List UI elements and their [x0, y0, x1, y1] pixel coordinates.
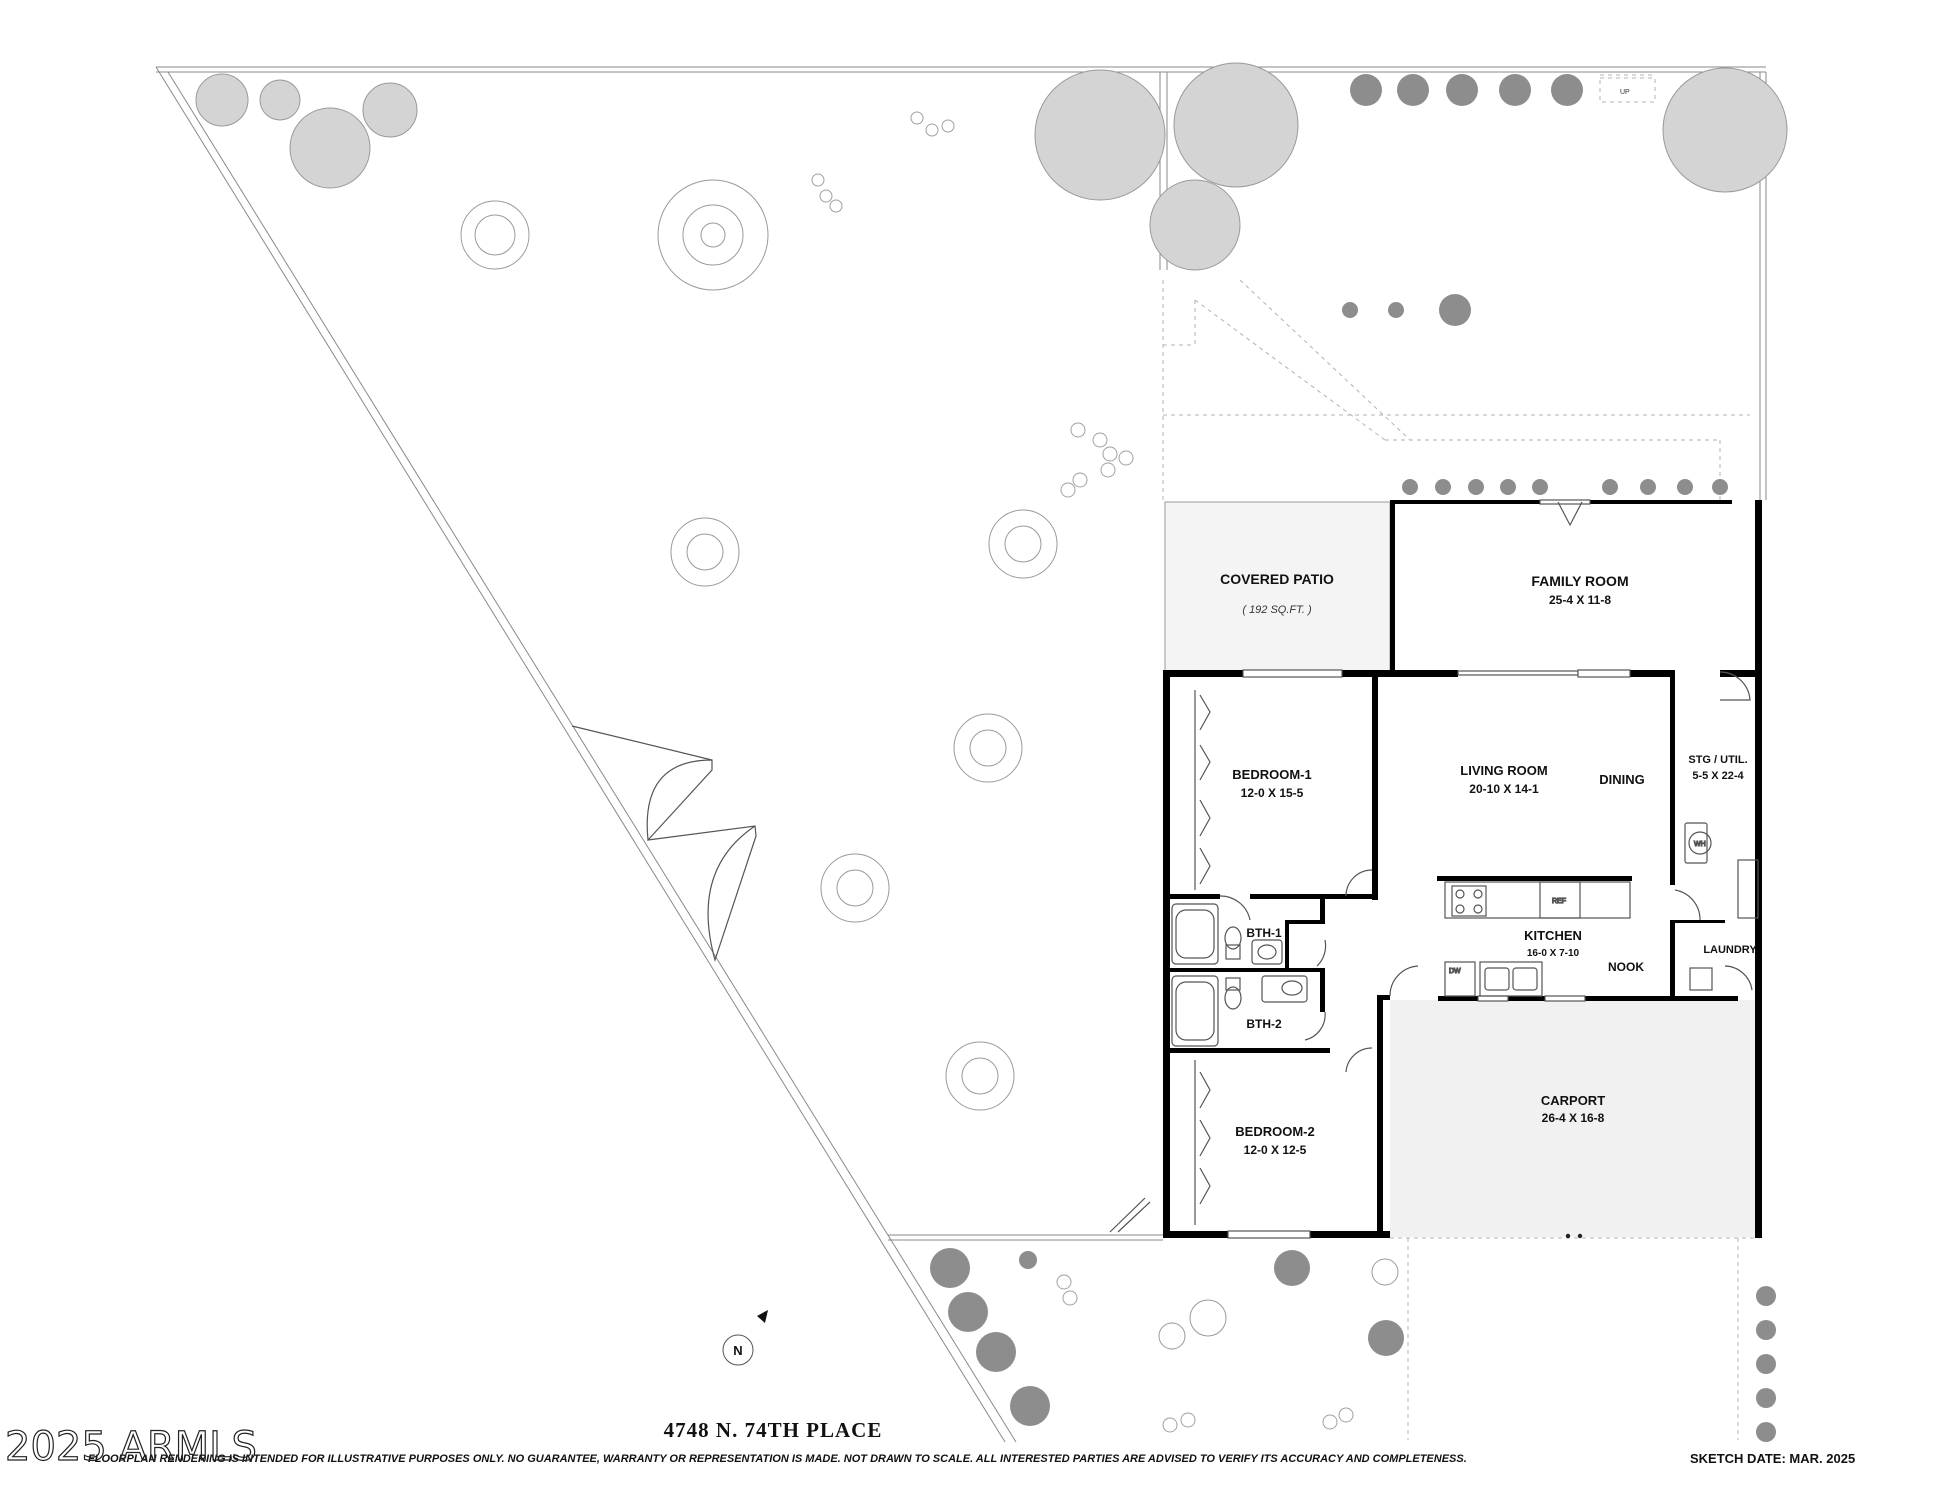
laundry-label: LAUNDRY — [1703, 944, 1757, 956]
bath2-label: BTH-2 — [1246, 1017, 1282, 1031]
bedroom2-label: BEDROOM-2 — [1235, 1124, 1314, 1139]
bedroom1-size: 12-0 X 15-5 — [1241, 786, 1304, 800]
doors — [1219, 501, 1753, 1073]
bedroom2-size: 12-0 X 12-5 — [1244, 1143, 1307, 1157]
kitchen-label: KITCHEN — [1524, 928, 1582, 943]
living-room-label: LIVING ROOM — [1460, 763, 1547, 778]
agave-icon — [1158, 1258, 1399, 1350]
room-labels: COVERED PATIO ( 192 SQ.FT. ) FAMILY ROOM… — [1220, 571, 1757, 1157]
plant-icon — [460, 179, 1058, 1111]
covered-patio-label: COVERED PATIO — [1220, 571, 1334, 587]
fridge-label: REF — [1552, 898, 1566, 905]
nook-label: NOOK — [1608, 960, 1644, 974]
property-address: 4748 N. 74TH PLACE — [664, 1418, 883, 1442]
closet-doors — [1194, 690, 1211, 1225]
walls — [1163, 500, 1762, 1238]
bath-fixtures — [1171, 903, 1308, 1047]
covered-patio-area — [1164, 501, 1391, 673]
windows — [1227, 499, 1631, 1239]
dishwasher-label: DW — [1449, 968, 1461, 975]
stg-util-label: STG / UTIL. — [1688, 754, 1747, 766]
carport-label: CARPORT — [1541, 1093, 1605, 1108]
stair-up-label: UP — [1620, 89, 1630, 96]
family-room-size: 25-4 X 11-8 — [1549, 593, 1611, 607]
covered-patio-size: ( 192 SQ.FT. ) — [1242, 604, 1312, 616]
watermark: 2025 ARMLS — [5, 1424, 257, 1470]
north-compass: N — [722, 1310, 768, 1366]
north-arrow-icon — [757, 1310, 768, 1323]
landscaping — [195, 62, 1788, 1442]
carport-area — [1390, 1000, 1760, 1237]
tree-icon — [1035, 63, 1787, 270]
family-room-label: FAMILY ROOM — [1531, 573, 1628, 589]
living-room-size: 20-10 X 14-1 — [1469, 782, 1539, 796]
dining-label: DINING — [1599, 772, 1645, 787]
kitchen-fixtures: REF DW WH — [1444, 822, 1759, 997]
carport-size: 26-4 X 16-8 — [1542, 1111, 1605, 1125]
shrub-icon — [930, 74, 1776, 1442]
disclaimer-text: FLOORPLAN RENDERING IS INTENDED FOR ILLU… — [88, 1453, 1467, 1465]
compass-letter: N — [733, 1343, 742, 1358]
stg-util-size: 5-5 X 22-4 — [1692, 770, 1744, 782]
water-heater-label: WH — [1694, 841, 1706, 848]
bedroom1-label: BEDROOM-1 — [1232, 767, 1311, 782]
bath1-label: BTH-1 — [1246, 926, 1282, 940]
sketch-date: SKETCH DATE: MAR. 2025 — [1690, 1451, 1855, 1466]
shrub-icon — [196, 74, 417, 188]
dashed-paths: UP — [1162, 74, 1760, 1440]
paver-stones — [811, 111, 1354, 1433]
kitchen-size: 16-0 X 7-10 — [1527, 948, 1580, 959]
